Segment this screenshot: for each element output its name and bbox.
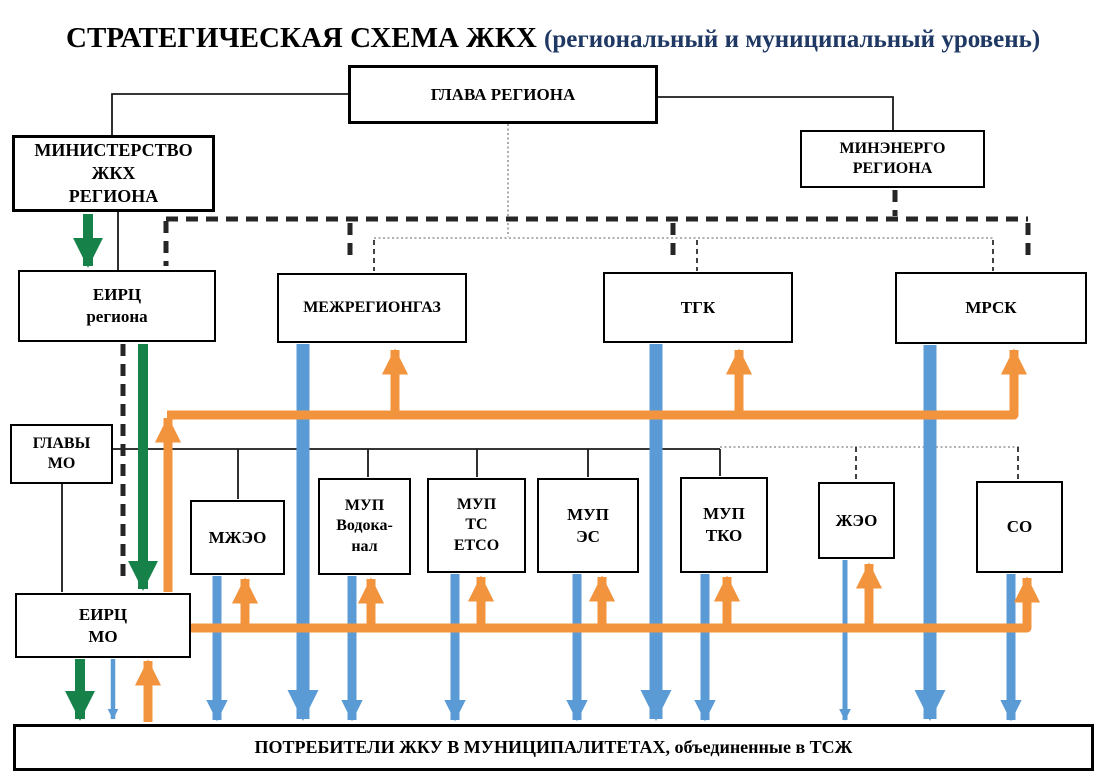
- box-mup-es: МУП ЭС: [537, 478, 639, 573]
- dotted-lines: [374, 124, 1020, 448]
- box-mup-tko: МУП ТКО: [680, 477, 768, 573]
- title-sub: (региональный и муниципальный уровень): [544, 26, 1041, 53]
- dashed-thin-lines: [373, 240, 1019, 481]
- box-zheo: ЖЭО: [818, 482, 895, 559]
- box-so: СО: [976, 481, 1063, 573]
- box-mup-ts-etso: МУП ТС ЕТСО: [427, 478, 526, 573]
- box-ministerstvo-zhkh: МИНИСТЕРСТВО ЖКХ РЕГИОНА: [12, 135, 215, 212]
- box-minenergo: МИНЭНЕРГО РЕГИОНА: [800, 130, 985, 188]
- box-consumers: ПОТРЕБИТЕЛИ ЖКУ В МУНИЦИПАЛИТЕТАХ, объед…: [13, 724, 1094, 771]
- box-glava-regiona: ГЛАВА РЕГИОНА: [348, 65, 658, 124]
- solid-org-lines: [61, 93, 894, 592]
- box-glavy-mo: ГЛАВЫ МО: [10, 424, 113, 484]
- orange-payment-arrows: [134, 348, 1041, 722]
- title-main: СТРАТЕГИЧЕСКАЯ СХЕМА ЖКХ: [66, 22, 545, 54]
- box-mzheo: МЖЭО: [190, 500, 285, 575]
- page-title: СТРАТЕГИЧЕСКАЯ СХЕМА ЖКХ (региональный и…: [66, 22, 1040, 55]
- box-eirc-regiona: ЕИРЦ региона: [18, 270, 216, 342]
- blue-supply-arrows: [107, 344, 1022, 722]
- dashed-thick-lines: [120, 190, 1031, 582]
- green-control-arrows: [65, 214, 158, 721]
- box-tgk: ТГК: [603, 272, 793, 343]
- box-mezhregiongaz: МЕЖРЕГИОНГАЗ: [277, 273, 467, 343]
- box-eirc-mo: ЕИРЦ МО: [15, 593, 191, 658]
- box-mrsk: МРСК: [895, 272, 1087, 344]
- box-mup-vodokanal: МУП Водока- нал: [318, 478, 411, 575]
